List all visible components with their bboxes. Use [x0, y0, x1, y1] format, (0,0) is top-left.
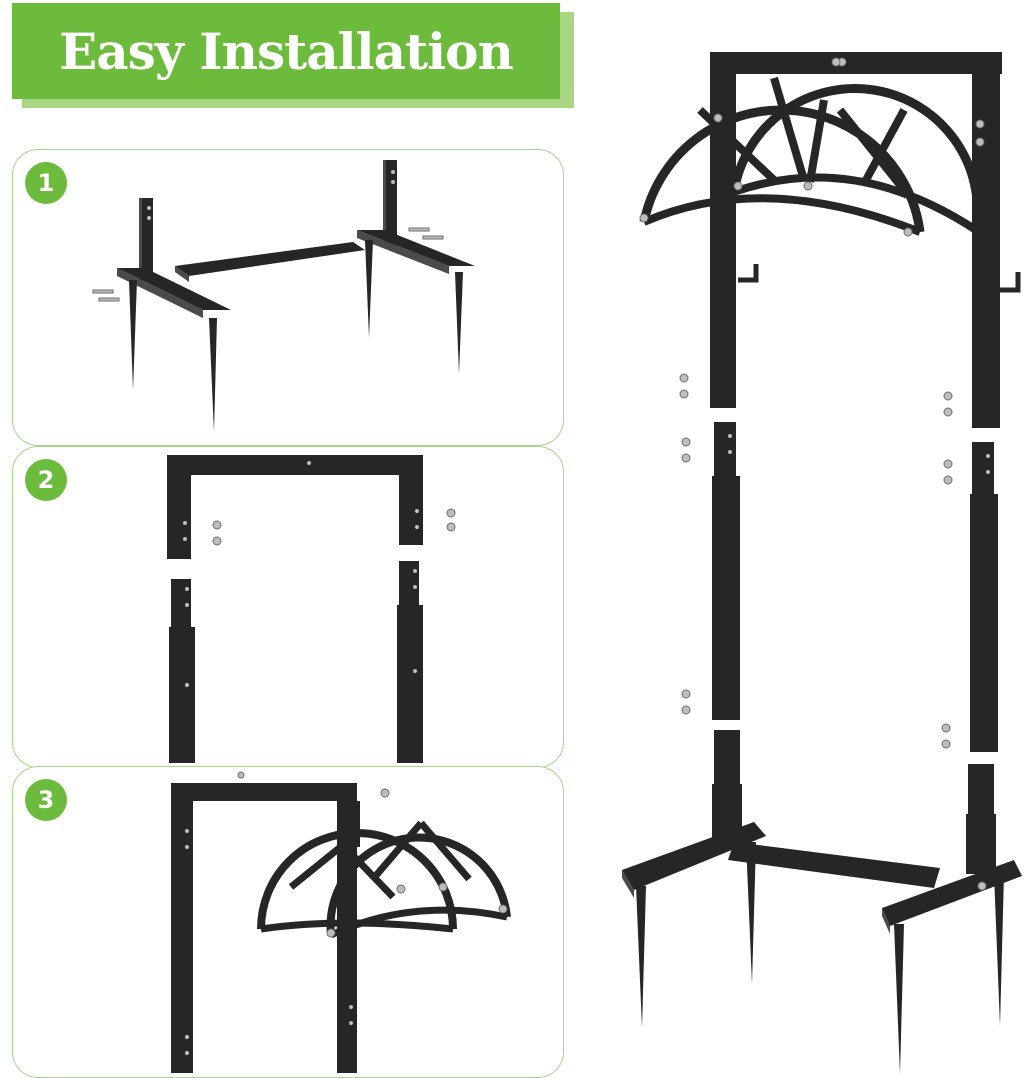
- step-2-panel: 2: [12, 446, 564, 768]
- step-1-panel: 1: [12, 149, 564, 446]
- step-3-illustration: [171, 771, 511, 1073]
- step-2-badge: 2: [25, 459, 67, 501]
- title-banner: Easy Installation: [12, 3, 560, 99]
- exploded-assembly-illustration: [622, 52, 1022, 1074]
- bolt-icon: [212, 508, 456, 546]
- bolt-icon: [408, 227, 444, 240]
- step-1-badge: 1: [25, 162, 67, 204]
- step-3-badge: 3: [25, 779, 67, 821]
- bolt-icon: [679, 373, 953, 749]
- step-2-illustration: [167, 455, 456, 763]
- step-1-illustration: [92, 160, 475, 432]
- step-3-panel: 3: [12, 766, 564, 1078]
- hose-hanger: [639, 57, 982, 237]
- banner-title: Easy Installation: [59, 21, 514, 81]
- hose-hanger: [257, 788, 511, 939]
- bolt-icon: [92, 289, 120, 302]
